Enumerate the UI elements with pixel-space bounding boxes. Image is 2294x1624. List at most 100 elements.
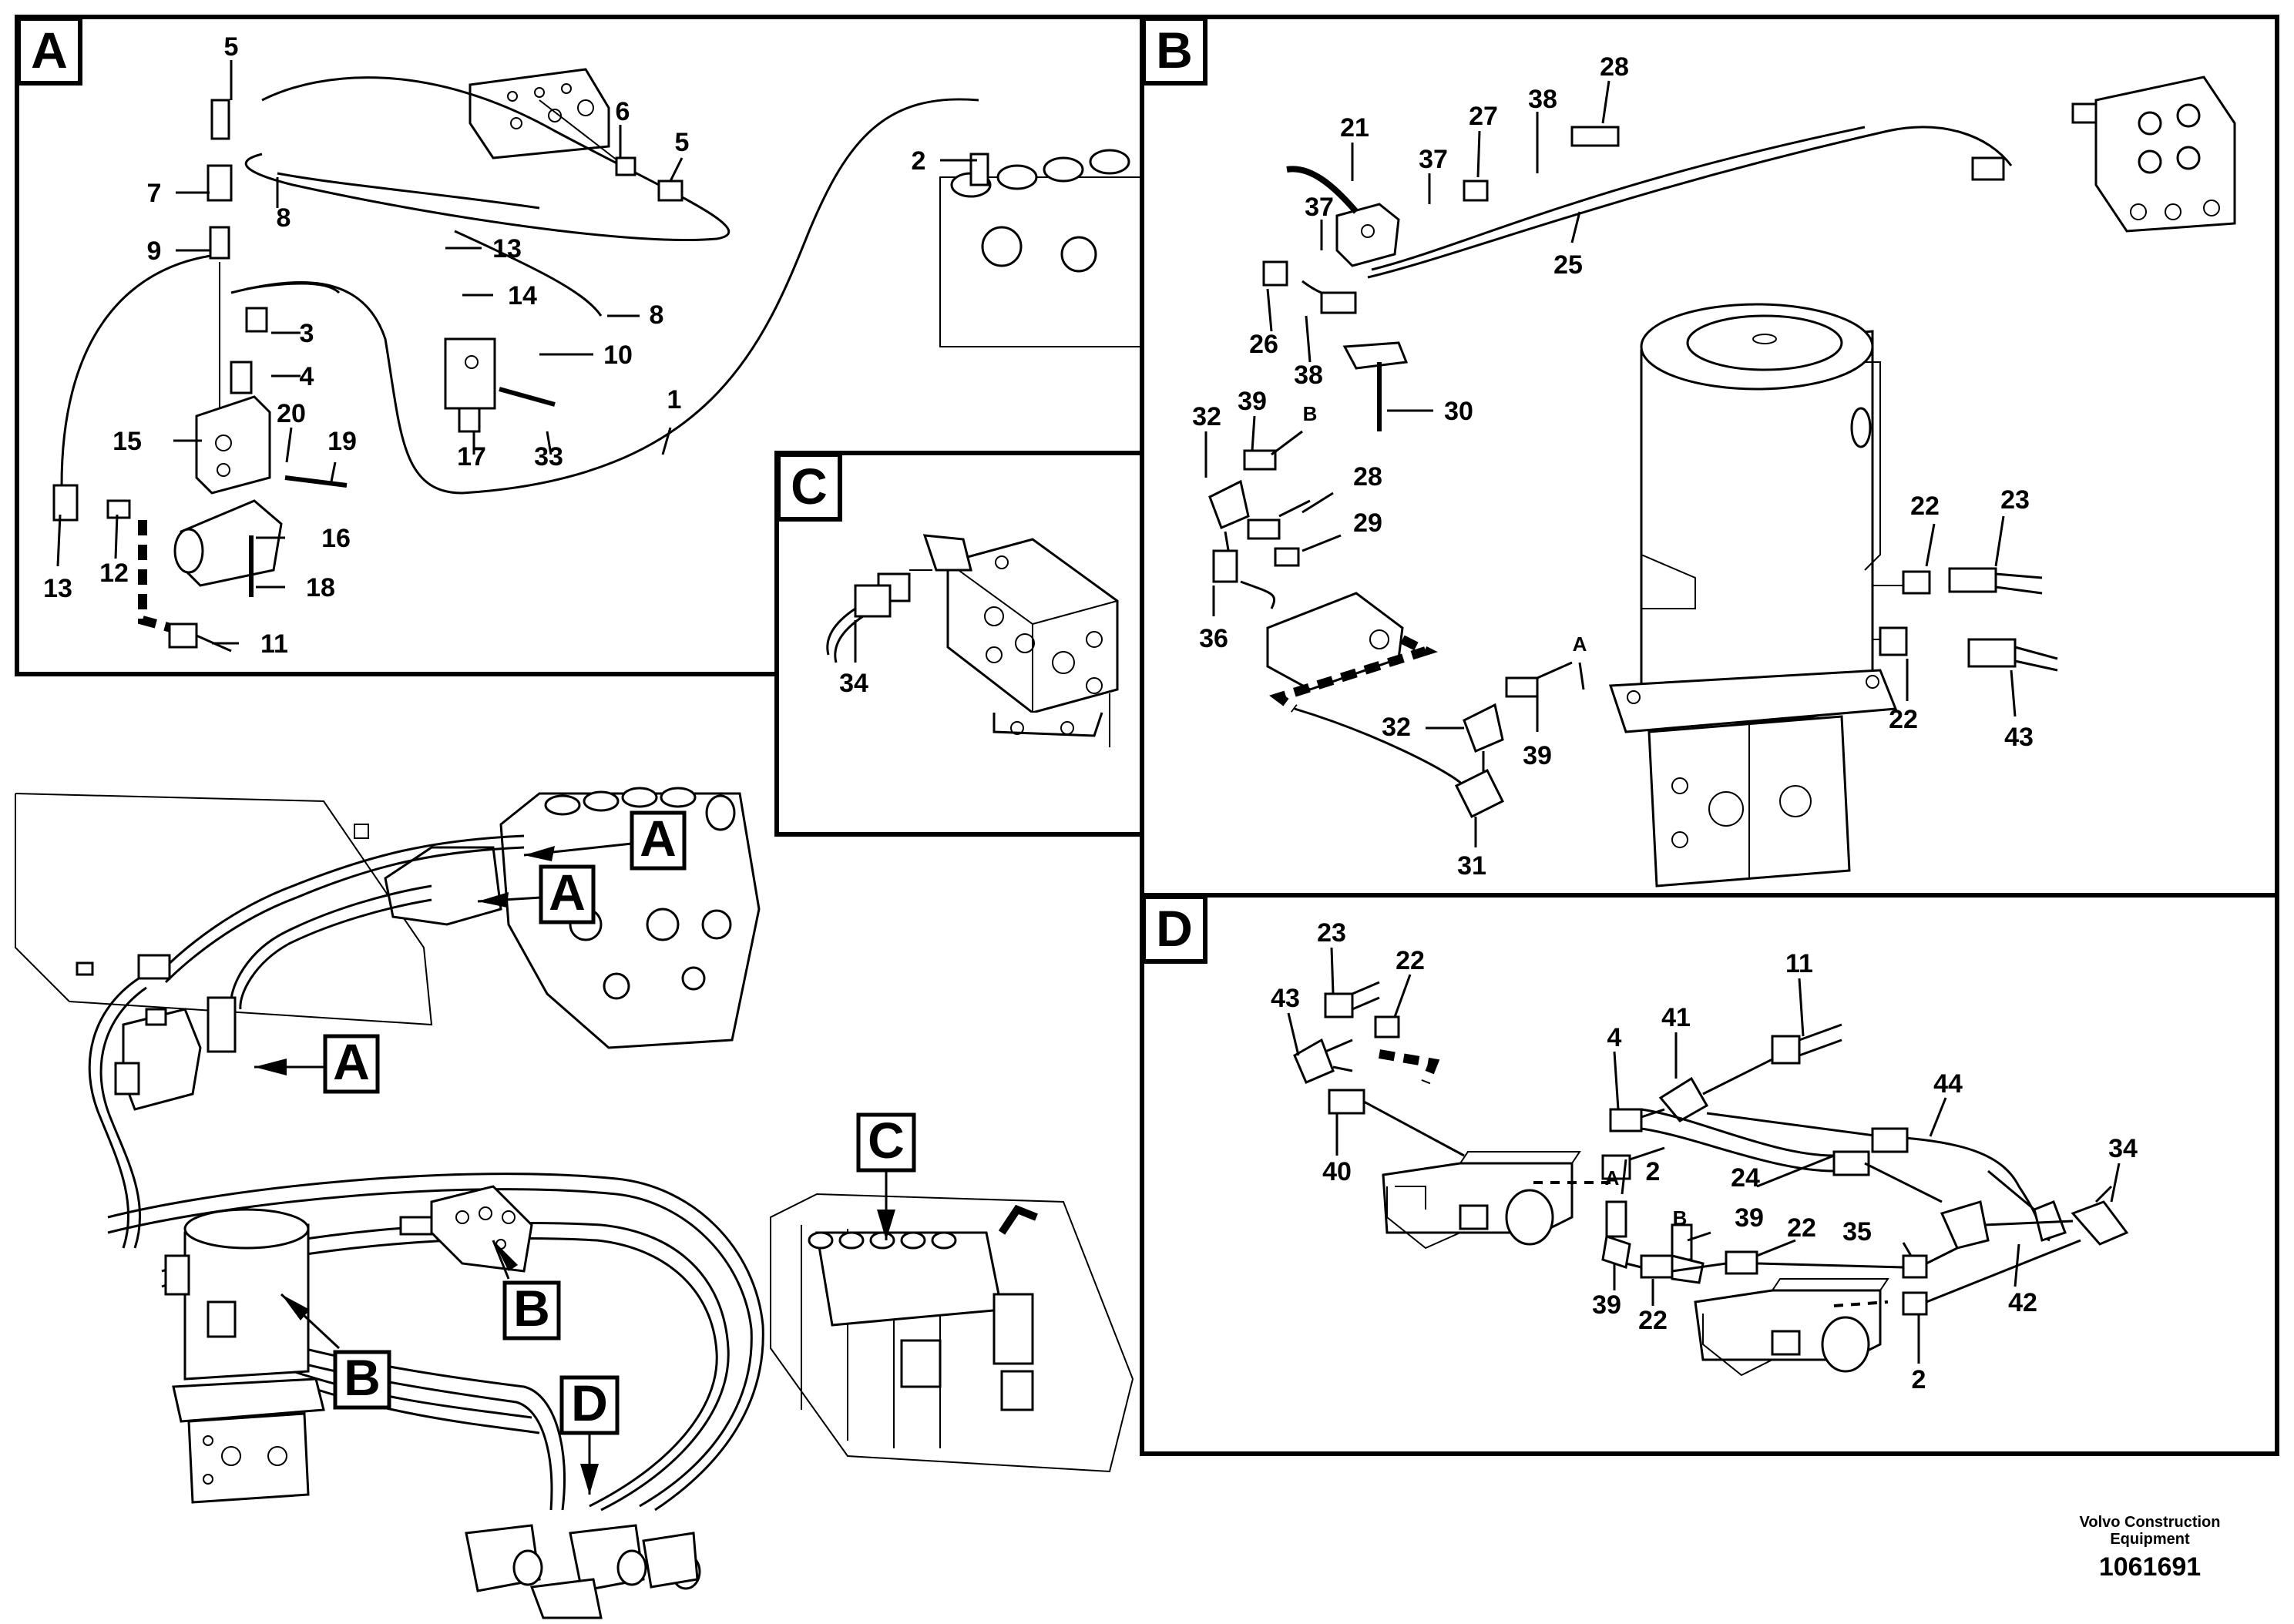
svg-text:29: 29 [1353,508,1382,538]
svg-text:4: 4 [1607,1023,1622,1052]
svg-text:25: 25 [1553,250,1583,280]
svg-text:12: 12 [99,559,129,588]
overview-markers: A A A B B C D [254,810,916,1495]
svg-text:21: 21 [1340,113,1369,143]
svg-text:37: 37 [1305,193,1334,222]
svg-text:33: 33 [534,442,563,471]
svg-text:34: 34 [2108,1134,2138,1163]
svg-text:8: 8 [277,203,291,233]
svg-text:16: 16 [321,524,351,553]
svg-text:30: 30 [1444,397,1473,426]
svg-text:17: 17 [457,442,486,471]
svg-text:A: A [31,22,68,79]
svg-text:C: C [791,458,828,515]
svg-text:8: 8 [650,300,664,330]
svg-text:39: 39 [1735,1203,1764,1233]
svg-text:9: 9 [147,237,162,266]
svg-text:C: C [868,1112,905,1169]
svg-text:10: 10 [603,341,633,370]
svg-text:5: 5 [224,32,239,62]
panel-a-drawing [52,68,1141,653]
overview-drawing [15,787,1134,1619]
panel-c-drawing [826,534,1119,747]
svg-text:A: A [1605,1166,1620,1189]
svg-text:B: B [1673,1206,1688,1230]
drawing-id: 1061691 [2098,1552,2202,1582]
credit-line-2: Equipment [2110,1531,2190,1548]
svg-text:A: A [1573,632,1587,656]
svg-text:38: 38 [1294,361,1323,390]
svg-text:22: 22 [1889,705,1918,734]
svg-text:43: 43 [1271,984,1300,1013]
svg-text:2: 2 [912,146,926,176]
svg-text:26: 26 [1249,330,1278,359]
svg-text:44: 44 [1933,1069,1963,1099]
svg-text:11: 11 [1785,949,1813,978]
svg-text:39: 39 [1592,1290,1621,1320]
svg-text:27: 27 [1469,102,1498,131]
svg-text:11: 11 [260,629,288,659]
svg-text:4: 4 [300,362,314,391]
panel-b-drawing [1208,75,2236,887]
svg-text:32: 32 [1192,402,1221,431]
panel-label-d: D [1141,894,1207,964]
svg-text:5: 5 [675,128,690,157]
svg-text:32: 32 [1382,713,1411,742]
svg-text:13: 13 [492,234,522,263]
publisher-credit: Volvo Construction Equipment [2019,1514,2281,1548]
svg-text:42: 42 [2008,1288,2037,1317]
svg-text:36: 36 [1199,624,1228,653]
panel-a-callouts: 5 6 5 2 7 8 9 13 14 8 3 10 4 1 15 20 19 … [43,32,977,659]
svg-text:22: 22 [1396,946,1425,975]
svg-text:B: B [1303,402,1318,425]
svg-text:39: 39 [1523,741,1552,770]
svg-text:6: 6 [616,97,630,126]
svg-text:2: 2 [1912,1365,1926,1394]
svg-text:A: A [549,864,586,921]
panel-c-callouts: 34 [839,620,868,698]
svg-text:7: 7 [147,179,162,208]
svg-text:14: 14 [508,281,537,310]
panel-label-a: A [16,16,82,86]
svg-text:22: 22 [1787,1213,1816,1243]
panel-label-c: C [776,452,842,522]
svg-text:22: 22 [1910,492,1940,521]
svg-text:38: 38 [1528,85,1557,114]
svg-text:37: 37 [1419,145,1448,174]
svg-text:35: 35 [1842,1217,1872,1247]
svg-text:B: B [513,1280,550,1337]
svg-text:31: 31 [1457,851,1486,881]
svg-text:15: 15 [113,427,142,456]
svg-text:A: A [333,1033,370,1090]
svg-text:1: 1 [667,385,682,414]
svg-text:B: B [1156,22,1193,79]
svg-text:A: A [640,810,677,867]
svg-text:43: 43 [2004,723,2034,752]
svg-text:18: 18 [306,573,335,602]
panel-d-callouts: 23 22 11 43 41 4 44 24 40 A 2 B 39 22 34… [1271,918,2138,1394]
panel-b-callouts: 28 21 27 38 37 37 25 26 38 30 32 39 B 28… [1192,52,2034,881]
svg-text:20: 20 [277,399,306,428]
svg-text:39: 39 [1238,387,1267,416]
svg-text:13: 13 [43,574,72,603]
svg-text:23: 23 [2000,485,2030,515]
svg-text:23: 23 [1317,918,1346,948]
svg-text:41: 41 [1661,1003,1691,1032]
credit-line-1: Volvo Construction [2079,1514,2221,1531]
svg-text:2: 2 [1646,1157,1661,1186]
panel-d-drawing [1293,981,2129,1377]
svg-text:28: 28 [1353,462,1382,492]
svg-text:28: 28 [1600,52,1629,82]
panel-label-b: B [1141,16,1207,86]
svg-text:40: 40 [1322,1157,1352,1186]
svg-text:D: D [1156,900,1193,957]
svg-text:22: 22 [1638,1306,1668,1335]
svg-text:B: B [344,1349,381,1406]
svg-text:24: 24 [1731,1163,1760,1193]
svg-text:34: 34 [839,669,868,698]
svg-text:D: D [571,1374,608,1431]
svg-text:19: 19 [327,427,357,456]
panel-frames [15,15,2279,1456]
svg-text:3: 3 [300,319,314,348]
